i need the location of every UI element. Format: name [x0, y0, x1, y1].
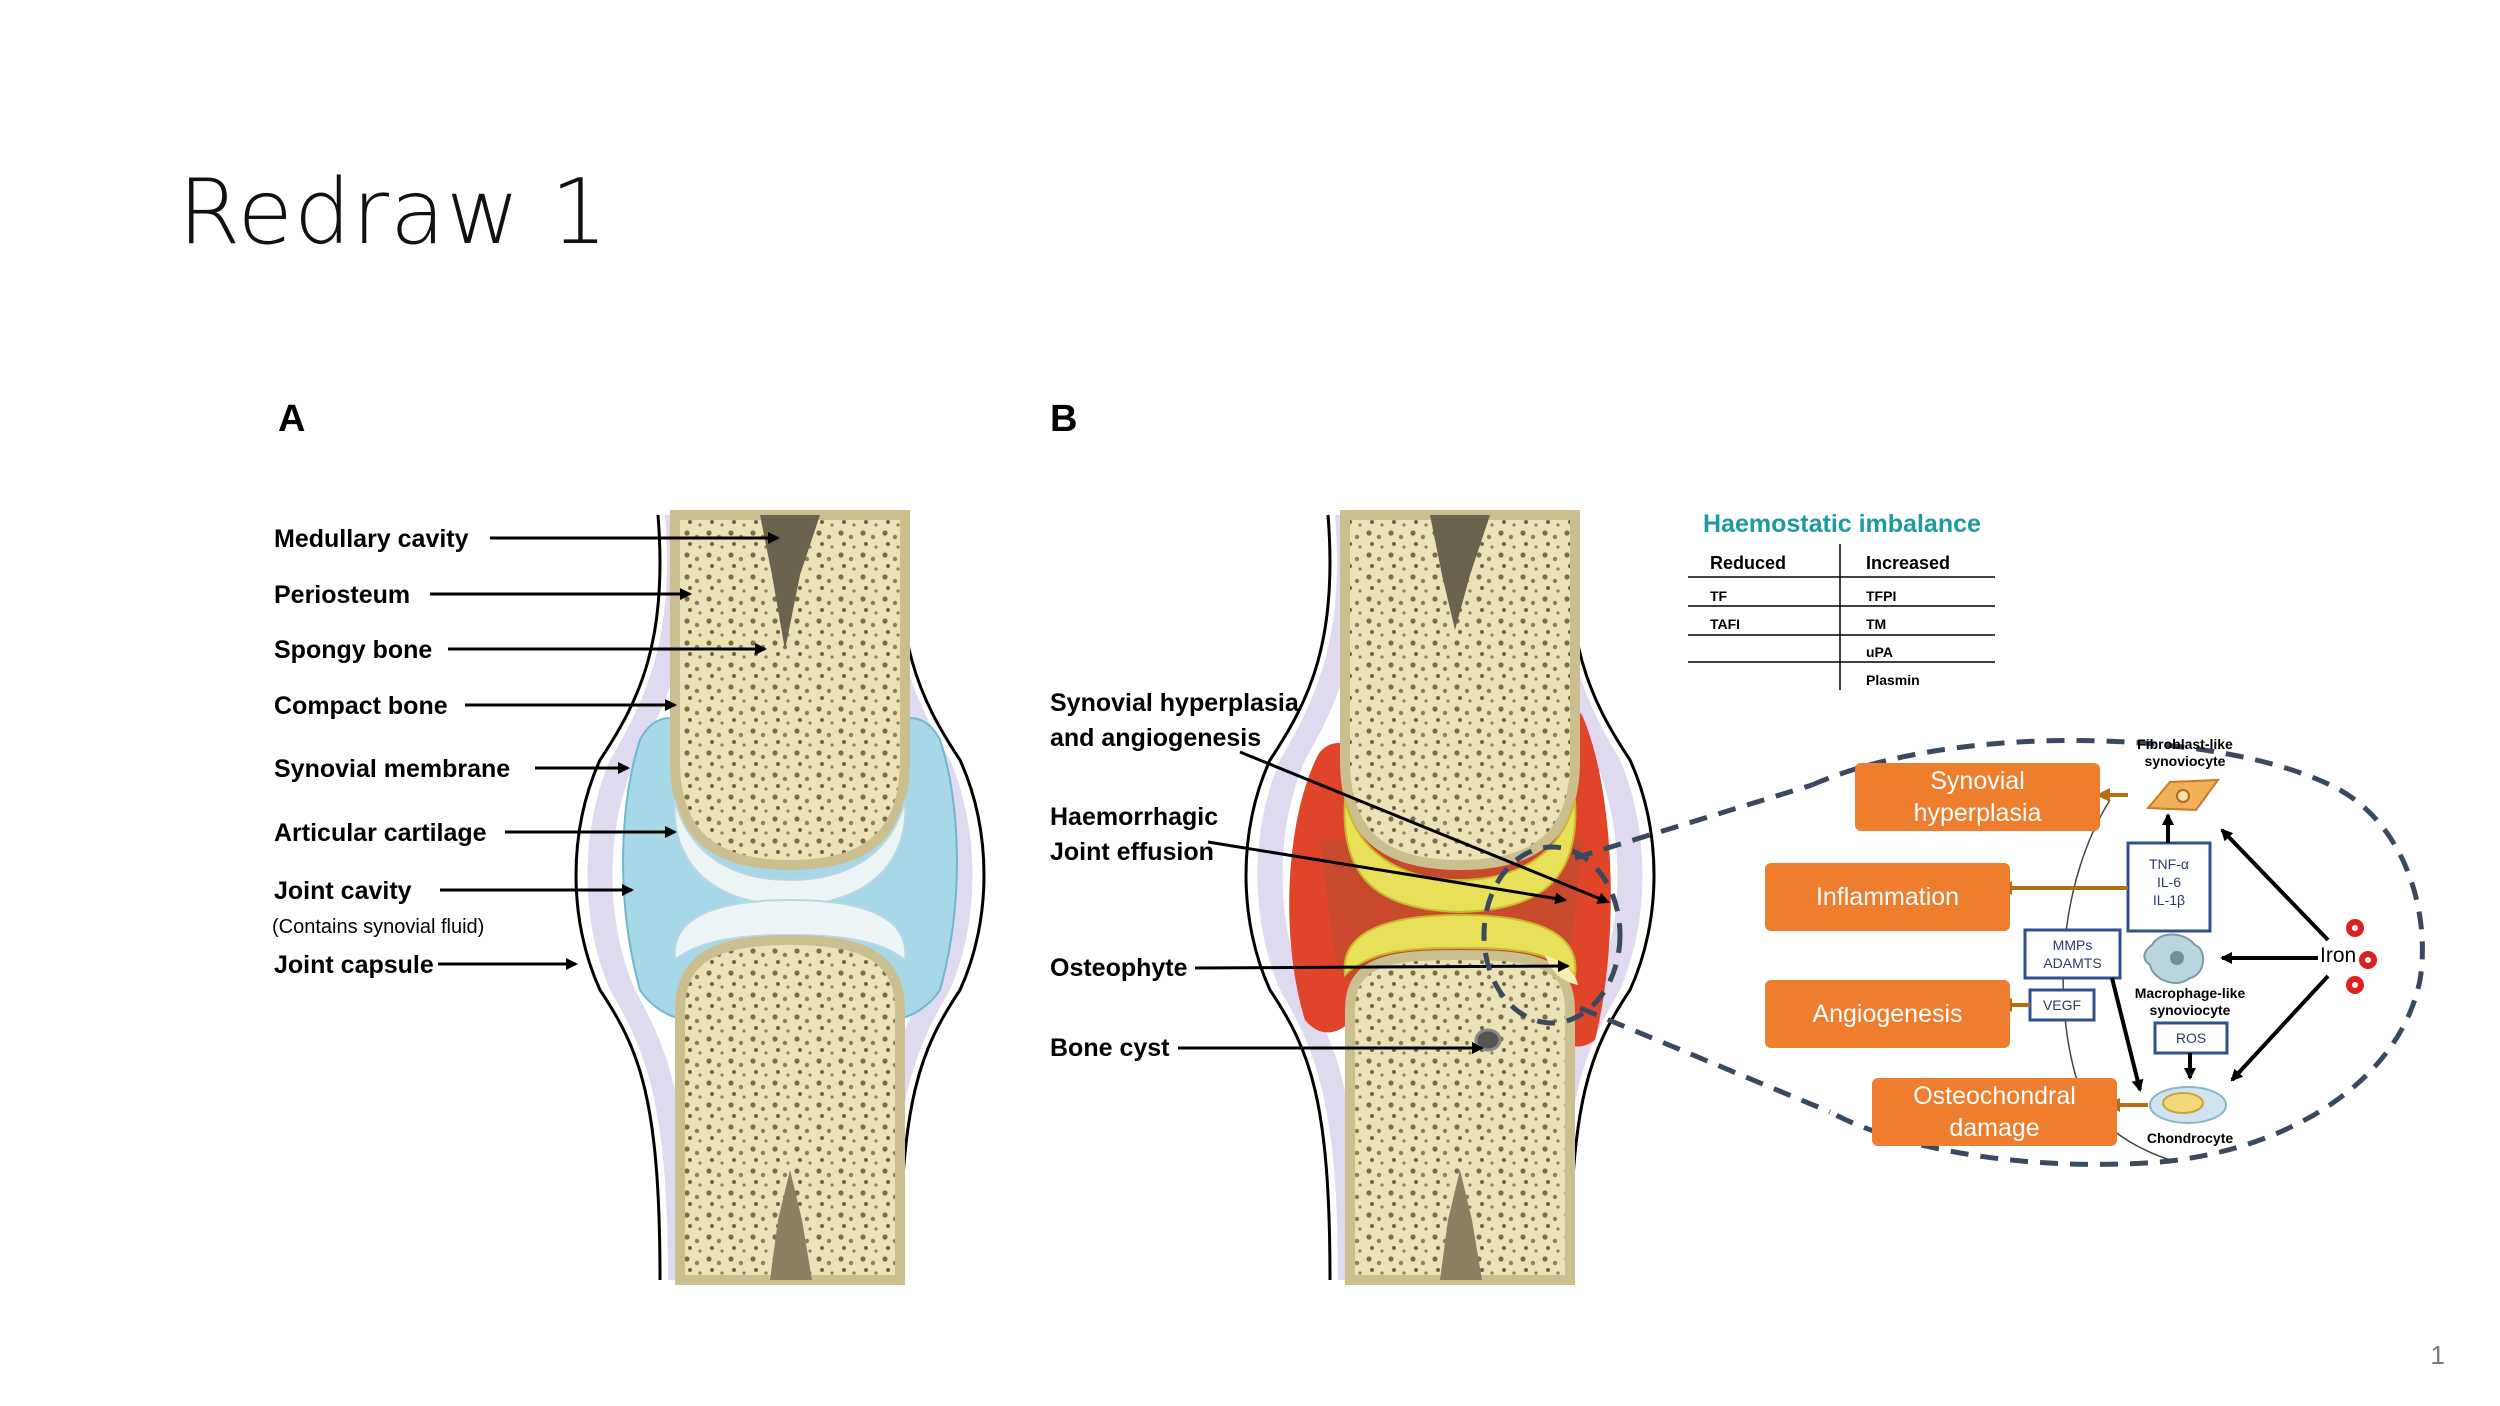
label-haemorrhagic-effusion: Haemorrhagic Joint effusion — [1050, 800, 1218, 870]
label-compact-bone: Compact bone — [274, 692, 448, 720]
mediator-il1: IL-1β — [2152, 892, 2186, 908]
mediator-proteases: MMPs ADAMTS — [2025, 936, 2120, 972]
cell-increased-0: TFPI — [1866, 588, 1897, 604]
outcome-synovial-hyperplasia: Synovial hyperplasia — [1855, 763, 2100, 831]
iron-droplets — [2346, 919, 2377, 994]
macrophage-cell — [2143, 933, 2205, 984]
panel-b-label: B — [1050, 398, 1078, 440]
label-osteophyte: Osteophyte — [1050, 954, 1188, 982]
label-synovial-membrane: Synovial membrane — [274, 755, 511, 783]
divider-curve — [2062, 799, 2171, 1161]
zoom-callout — [1481, 737, 2425, 1167]
haemostatic-title: Haemostatic imbalance — [1703, 510, 1981, 538]
label-joint-cavity: Joint cavity — [274, 877, 412, 905]
page-number: 1 — [2430, 1340, 2445, 1370]
cell-reduced-0: TF — [1710, 588, 1728, 604]
label-articular-cartilage: Articular cartilage — [274, 819, 487, 847]
panel-a-arrows — [430, 532, 780, 970]
caption-chondrocyte: Chondrocyte — [2146, 1130, 2234, 1146]
mediator-ros: ROS — [2175, 1030, 2207, 1046]
col-increased: Increased — [1866, 553, 1951, 573]
outcome-inflammation: Inflammation — [1765, 863, 2010, 931]
outcome-osteo-line2: damage — [1949, 1114, 2040, 1142]
caption-fibroblast-line1: Fibroblast-like — [2137, 736, 2233, 752]
cell-increased-3: Plasmin — [1866, 672, 1920, 688]
panel-a-label: A — [278, 398, 306, 440]
outcome-hyperplasia-line2: hyperplasia — [1913, 799, 2042, 827]
outcome-osteochondral-damage: Osteochondral damage — [1872, 1078, 2117, 1146]
mediator-mmps: MMPs — [2052, 937, 2093, 953]
outcome-hyperplasia-line1: Synovial — [1930, 767, 2025, 795]
caption-macrophage-line1: Macrophage-like — [2134, 985, 2246, 1001]
cell-increased-1: TM — [1866, 616, 1887, 632]
outcome-angiogenesis: Angiogenesis — [1765, 980, 2010, 1048]
caption-macrophage: Macrophage-like synoviocyte — [2110, 985, 2270, 1019]
label-synovial-hyperplasia-line1: Synovial hyperplasia — [1050, 689, 1299, 717]
slide-title: Redraw 1 — [178, 160, 609, 265]
mediator-tnf: TNF-α — [2149, 856, 2189, 872]
caption-fibroblast: Fibroblast-like synoviocyte — [2115, 736, 2255, 770]
label-medullary-cavity: Medullary cavity — [274, 525, 469, 553]
mediator-boxes — [2023, 841, 2229, 1055]
label-synovial-hyperplasia: Synovial hyperplasia and angiogenesis — [1050, 686, 1299, 756]
mediator-cytokines: TNF-α IL-6 IL-1β — [2128, 855, 2210, 909]
col-reduced: Reduced — [1710, 553, 1787, 573]
caption-iron: Iron — [2320, 944, 2357, 967]
mediator-adamts: ADAMTS — [2043, 955, 2102, 971]
label-synovial-hyperplasia-line2: and angiogenesis — [1050, 724, 1262, 752]
fibroblast-cell — [2145, 778, 2221, 812]
mediator-vegf: VEGF — [2042, 997, 2082, 1013]
label-bone-cyst: Bone cyst — [1050, 1034, 1170, 1062]
cell-increased-2: uPA — [1866, 644, 1893, 660]
label-haemorrhagic-line1: Haemorrhagic — [1050, 803, 1219, 831]
joint-a-illustration — [574, 510, 986, 1285]
haemostatic-table-lines — [1688, 544, 1995, 690]
chondrocyte-cell — [2149, 1086, 2227, 1124]
label-joint-cavity-sub: (Contains synovial fluid) — [272, 916, 485, 938]
label-joint-capsule: Joint capsule — [274, 951, 434, 979]
panel-b-arrows — [1178, 750, 1610, 1054]
joint-b-illustration — [1244, 510, 1656, 1285]
outcome-osteo-line1: Osteochondral — [1913, 1082, 2076, 1110]
cell-reduced-1: TAFI — [1710, 616, 1741, 632]
label-periosteum: Periosteum — [274, 581, 411, 609]
caption-macrophage-line2: synoviocyte — [2149, 1002, 2231, 1018]
label-haemorrhagic-line2: Joint effusion — [1050, 838, 1214, 866]
caption-fibroblast-line2: synoviocyte — [2144, 753, 2226, 769]
label-spongy-bone: Spongy bone — [274, 636, 433, 664]
mediator-il6: IL-6 — [2156, 874, 2182, 890]
